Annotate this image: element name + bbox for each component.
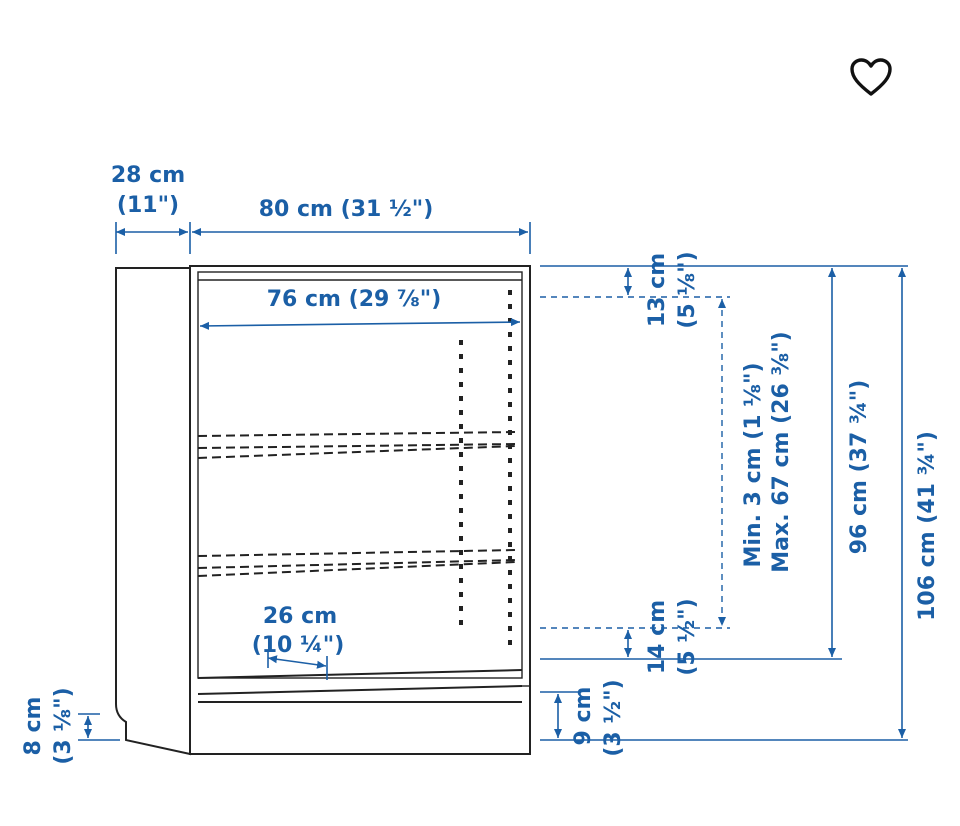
shelf-range-min-label: Min. 3 cm (1 ⅛")	[741, 362, 766, 567]
shelf-pin-hole	[508, 598, 512, 603]
shelf-pin-hole	[459, 606, 463, 611]
shelf-pin-hole	[508, 570, 512, 575]
shelf-pin-hole	[459, 578, 463, 583]
inner-height-label: 96 cm (37 ¾")	[847, 380, 872, 555]
depth-cm-label: 28 cm	[111, 163, 185, 188]
foot-cm-label: 8 cm	[21, 697, 46, 756]
shelf-depth-line	[267, 655, 327, 669]
shelf-pin-hole	[459, 466, 463, 471]
shelf-pin-hole	[508, 332, 512, 337]
shelf-pin-hole	[459, 620, 463, 625]
total-height-label: 106 cm (41 ¾")	[915, 431, 940, 621]
shelf-pin-hole	[508, 542, 512, 547]
shelf-pin-hole	[459, 536, 463, 541]
shelf-pin-hole	[508, 374, 512, 379]
shelf-pin-hole	[459, 438, 463, 443]
shelf-pin-hole	[508, 612, 512, 617]
bottom-gap-cm-label: 14 cm	[645, 600, 670, 674]
shelf-pin-hole	[459, 354, 463, 359]
shelf-pin-hole	[508, 500, 512, 505]
shelf-pin-hole	[459, 396, 463, 401]
shelf-pin-hole	[508, 360, 512, 365]
inner-cavity	[197, 271, 523, 679]
shelf-depth-cm-label: 26 cm	[263, 604, 337, 629]
top-gap-cm-label: 13 cm	[645, 253, 670, 327]
shelf-pin-hole	[459, 522, 463, 527]
shelf-pin-hole	[508, 626, 512, 631]
shelf-pin-hole	[508, 430, 512, 435]
shelf-pin-hole	[508, 290, 512, 295]
shelf-upper	[197, 431, 517, 459]
shelf-pin-hole	[459, 592, 463, 597]
shelf-pin-hole	[459, 508, 463, 513]
shelf-pin-hole	[508, 528, 512, 533]
shelf-pin-hole	[459, 494, 463, 499]
shelf-pin-hole	[459, 424, 463, 429]
left-side-panel	[115, 267, 191, 756]
adjustable-shelves	[197, 431, 517, 577]
inner-width-line	[199, 318, 521, 330]
shelf-pin-hole	[508, 388, 512, 393]
shelf-pin-hole	[508, 402, 512, 407]
shelf-pin-hole	[459, 480, 463, 485]
top-gap-in-label: (5 ⅛")	[675, 251, 700, 328]
bottom-shelf-edge	[197, 685, 523, 695]
shelf-lower	[197, 549, 517, 577]
shelf-pin-hole	[508, 640, 512, 645]
shelf-pin-hole	[508, 304, 512, 309]
plinth-cm-label: 9 cm	[571, 687, 596, 746]
shelf-pin-holes	[459, 290, 512, 645]
dimension-lines	[78, 222, 908, 741]
bottom-shelf-front	[197, 669, 523, 679]
shelf-range-max-label: Max. 67 cm (26 ⅜")	[769, 331, 794, 572]
shelf-pin-hole	[508, 486, 512, 491]
shelf-pin-hole	[459, 564, 463, 569]
plinth-in-label: (3 ½")	[601, 679, 626, 756]
bookcase-outline	[115, 265, 531, 756]
outer-width-label: 80 cm (31 ½")	[259, 197, 434, 222]
foot-in-label: (3 ⅛")	[51, 687, 76, 764]
shelf-pin-hole	[459, 452, 463, 457]
shelf-pin-hole	[508, 556, 512, 561]
shelf-pin-hole	[459, 368, 463, 373]
heart-outline-icon[interactable]	[848, 56, 894, 100]
shelf-pin-hole	[508, 472, 512, 477]
inner-width-label: 76 cm (29 ⅞")	[267, 287, 442, 312]
shelf-pin-hole	[508, 584, 512, 589]
front-frame	[189, 265, 531, 755]
bottom-gap-in-label: (5 ½")	[675, 598, 700, 675]
shelf-depth-in-label: (10 ¼")	[252, 633, 345, 658]
shelf-pin-hole	[508, 416, 512, 421]
dimension-labels: 28 cm (11") 80 cm (31 ½") 76 cm (29 ⅞") …	[21, 163, 940, 765]
depth-in-label: (11")	[117, 193, 179, 218]
shelf-pin-hole	[459, 340, 463, 345]
shelf-pin-hole	[459, 410, 463, 415]
shelf-pin-hole	[508, 444, 512, 449]
shelf-pin-hole	[508, 458, 512, 463]
shelf-pin-hole	[459, 550, 463, 555]
shelf-pin-hole	[459, 382, 463, 387]
shelf-pin-hole	[508, 514, 512, 519]
shelf-pin-hole	[508, 346, 512, 351]
